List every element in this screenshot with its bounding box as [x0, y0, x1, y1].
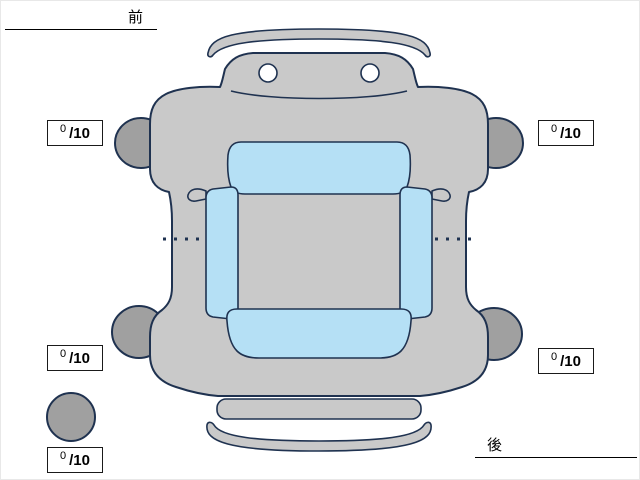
right-mirror	[431, 188, 451, 202]
front-direction-label: 前	[128, 9, 144, 26]
rear-direction-underline	[475, 457, 637, 458]
tread-score-value: 0	[551, 350, 558, 363]
spare-tire	[46, 392, 96, 442]
hood-circle-right	[360, 63, 380, 83]
hood-cowl-line	[230, 90, 408, 100]
tread-score-box-rear-left: 0 /10	[47, 345, 103, 371]
tread-score-denominator: /10	[69, 124, 90, 142]
right-side-window	[399, 186, 433, 320]
tread-score-value: 0	[60, 347, 67, 360]
tread-score-denominator: /10	[560, 352, 581, 370]
tread-score-box-front-left: 0 /10	[47, 120, 103, 146]
tread-score-value: 0	[60, 122, 67, 135]
tread-score-box-rear-right: 0 /10	[538, 348, 594, 374]
rear-bumper-upper	[216, 398, 422, 420]
left-mirror	[187, 188, 207, 202]
tread-score-value: 0	[551, 122, 558, 135]
tread-score-box-spare: 0 /10	[47, 447, 103, 473]
tread-score-value: 0	[60, 449, 67, 462]
windshield	[226, 141, 412, 195]
tread-score-denominator: /10	[560, 124, 581, 142]
rear-direction-label: 後	[487, 437, 503, 454]
rear-bumper-lower	[206, 421, 432, 452]
tread-score-box-front-right: 0 /10	[538, 120, 594, 146]
hood-circle-left	[258, 63, 278, 83]
front-direction-underline	[5, 29, 157, 30]
front-spoiler	[207, 28, 431, 58]
rear-window	[226, 308, 412, 359]
tread-score-denominator: /10	[69, 349, 90, 367]
tread-score-denominator: /10	[69, 451, 90, 469]
left-side-window	[205, 186, 239, 320]
